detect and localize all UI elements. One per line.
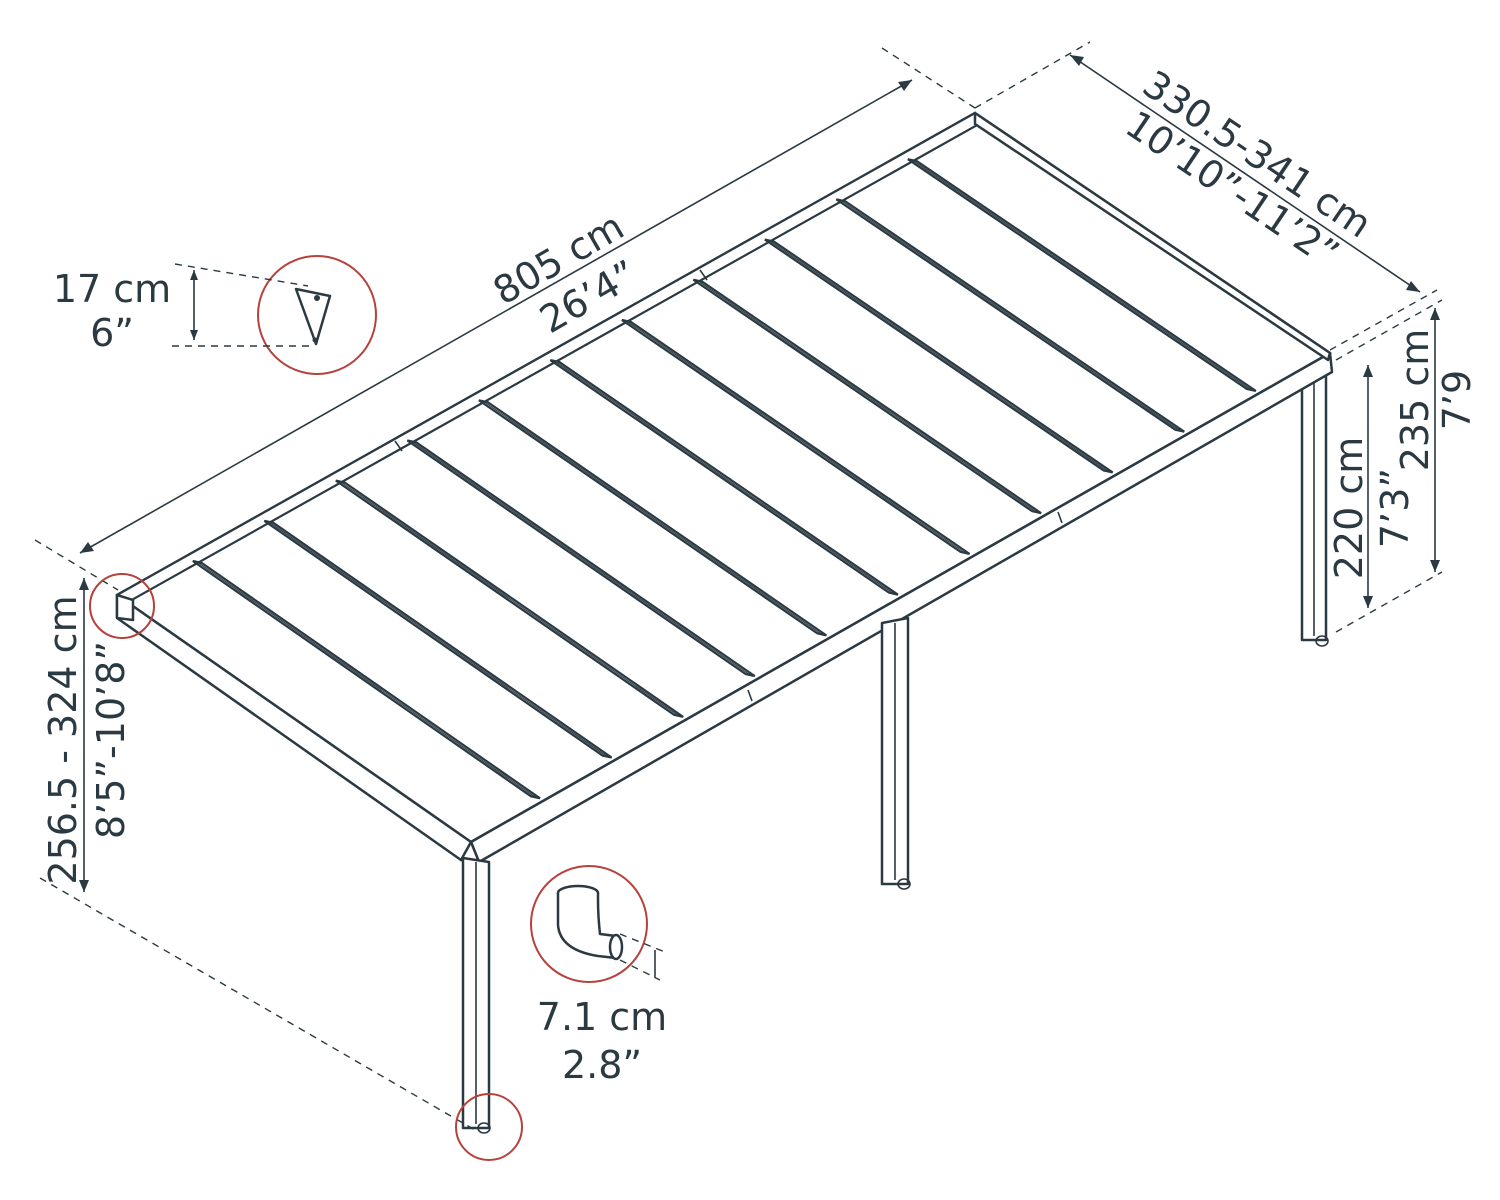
callout-post-base (455, 1093, 523, 1161)
downpipe-label-in: 2.8” (562, 1043, 642, 1087)
gutter-label-cm: 17 cm (53, 267, 171, 311)
rafter-centerline (340, 481, 679, 717)
front-height-label-in: 8’5”-10’8” (89, 641, 133, 839)
rafter-centerline (912, 159, 1252, 391)
left-corner-cap (115, 593, 135, 622)
back-height-label-in: 7’9 (1435, 370, 1479, 430)
downpipe-label-cm: 7.1 cm (537, 995, 667, 1039)
rafter-centerline (197, 561, 536, 798)
post-back-right (1300, 373, 1329, 647)
rafter-centerline (483, 400, 823, 635)
back-height-label-cm: 235 cm (1393, 329, 1437, 472)
rafter-centerline (626, 320, 966, 554)
rafter-centerline (697, 280, 1037, 513)
dimension-lines (34, 41, 1443, 1131)
depth-dimension-line (1069, 54, 1421, 293)
callout-gutter (172, 255, 377, 375)
downpipe-elbow-icon (556, 884, 624, 961)
length-dimension-line (79, 79, 913, 554)
rafter-centerline (554, 360, 894, 595)
post-height-label-in: 7’3” (1373, 468, 1417, 548)
post-height-label-cm: 220 cm (1327, 437, 1371, 580)
post-front-middle (880, 616, 911, 890)
right-side-beam (973, 111, 1332, 362)
gutter-profile-icon (294, 287, 332, 346)
rafter-centerline (268, 521, 608, 757)
callout-corner (89, 573, 155, 639)
front-height-label-cm: 256.5 - 324 cm (41, 595, 85, 884)
gutter-label-in: 6” (90, 311, 134, 355)
rafter-centerline (769, 240, 1109, 472)
rafter-centerline (411, 441, 751, 676)
post-front-left (461, 856, 491, 1134)
roof-rafters (192, 158, 1257, 800)
pergola-structure (115, 111, 1334, 1134)
callout-downpipe (530, 865, 666, 983)
rafter-centerline (840, 199, 1181, 432)
